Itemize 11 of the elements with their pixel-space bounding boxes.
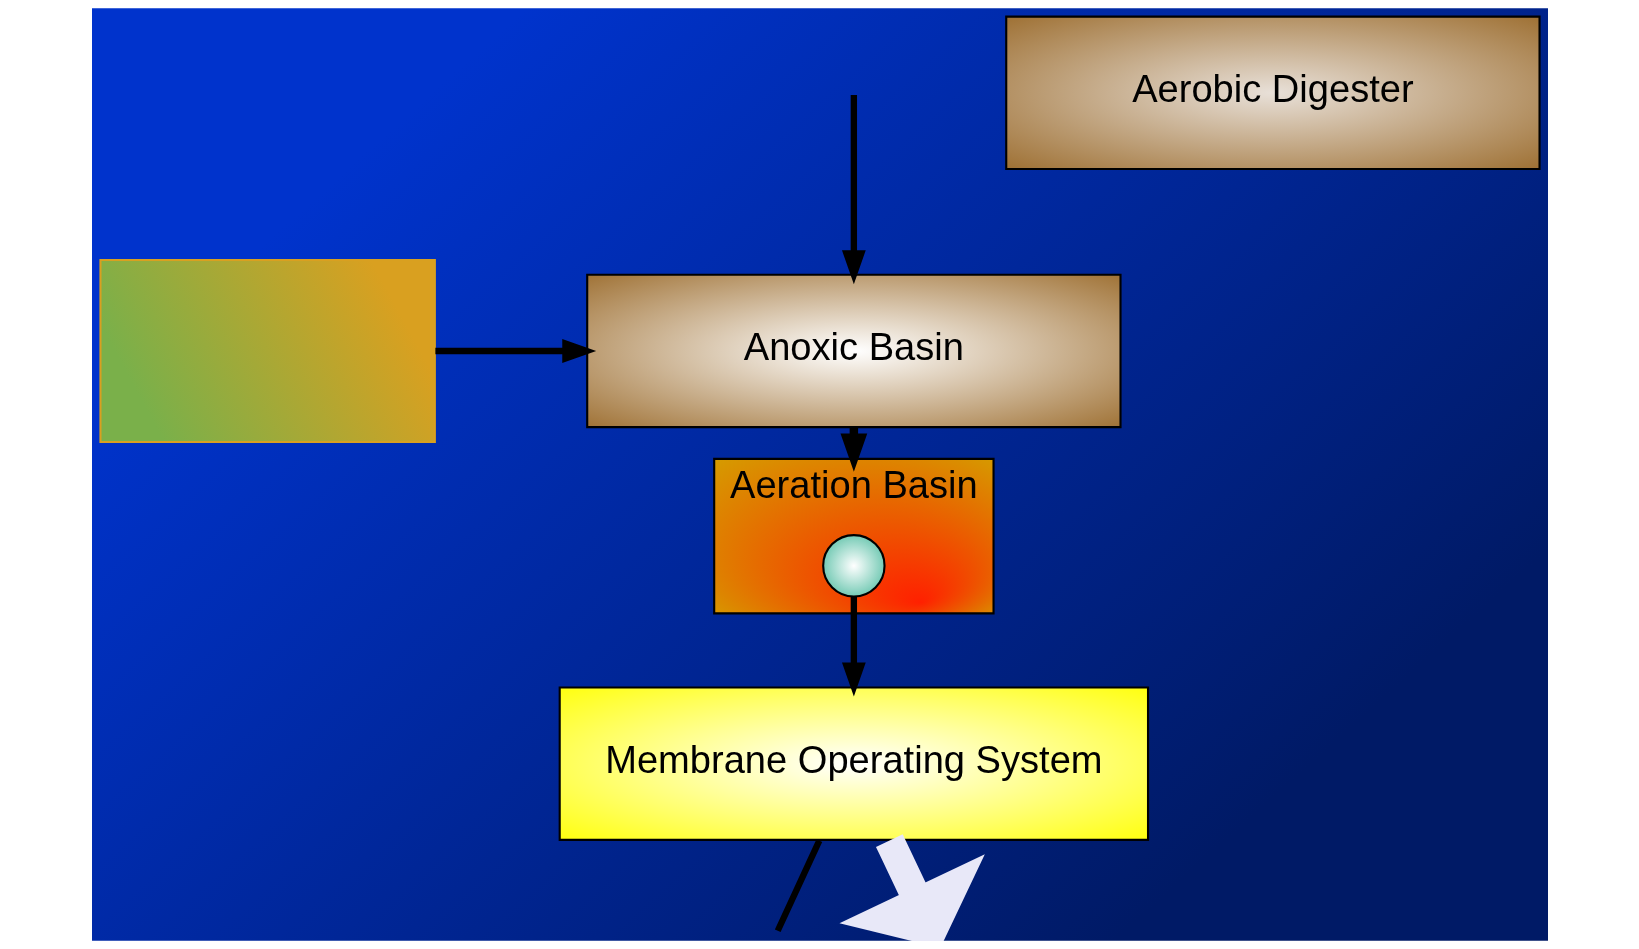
node-box: Aerobic Digester — [1004, 15, 1541, 171]
node-box: Anoxic Basin — [585, 273, 1122, 429]
arrow — [839, 427, 867, 472]
arrow — [841, 596, 866, 697]
connector — [774, 839, 822, 933]
node-circle — [821, 534, 886, 598]
arrow — [434, 339, 596, 363]
node-box — [98, 258, 436, 444]
arrow — [838, 834, 985, 941]
node-box: Membrane Operating System — [558, 686, 1149, 841]
cluster: Aeration Basin — [712, 457, 995, 615]
